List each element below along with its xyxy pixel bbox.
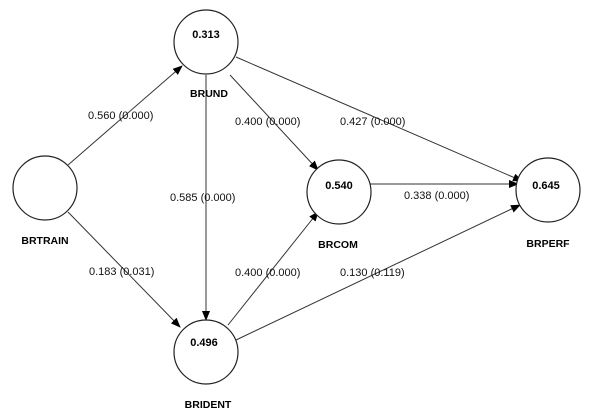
edge-label-brident-brperf: 0.130 (0.119) <box>340 267 405 279</box>
edge-label-brtrain-brident: 0.183 (0.031) <box>89 266 154 278</box>
node-brperf: 0.645 BRPERF <box>515 157 581 250</box>
edges <box>67 56 523 341</box>
edge-brtrain-brident <box>67 211 181 328</box>
node-label: BRCOM <box>318 239 358 251</box>
node-circle <box>173 9 239 75</box>
node-label: BRUND <box>190 88 228 100</box>
edge-label-brcom-brperf: 0.338 (0.000) <box>404 190 469 202</box>
node-brtrain: BRTRAIN <box>12 155 78 247</box>
edge-label-brund-brcom: 0.400 (0.000) <box>235 116 300 128</box>
node-value: 0.540 <box>325 180 353 192</box>
edge-labels: 0.560 (0.000) 0.183 (0.031) 0.585 (0.000… <box>88 110 469 279</box>
edge-brund-brperf <box>235 56 523 182</box>
edge-label-brtrain-brund: 0.560 (0.000) <box>88 110 153 122</box>
node-label: BRPERF <box>526 238 570 250</box>
node-value: 0.496 <box>190 337 218 349</box>
node-brund: 0.313 BRUND <box>173 9 239 100</box>
edge-brtrain-brund <box>67 65 183 166</box>
node-value: 0.645 <box>532 180 560 192</box>
edge-brund-brcom <box>229 74 319 171</box>
node-brident: 0.496 BRIDENT <box>173 319 239 411</box>
edge-brident-brcom <box>227 211 319 326</box>
node-circle <box>306 159 372 225</box>
node-circle <box>173 319 239 385</box>
edge-brident-brperf <box>235 204 521 341</box>
edge-label-brund-brident: 0.585 (0.000) <box>170 192 235 204</box>
node-value: 0.313 <box>192 29 220 41</box>
node-label: BRIDENT <box>185 399 232 411</box>
node-circle <box>515 157 581 223</box>
edge-label-brident-brcom: 0.400 (0.000) <box>235 267 300 279</box>
node-brcom: 0.540 BRCOM <box>306 159 372 251</box>
edge-label-brund-brperf: 0.427 (0.000) <box>340 116 405 128</box>
node-label: BRTRAIN <box>21 235 68 247</box>
node-circle <box>12 155 78 221</box>
